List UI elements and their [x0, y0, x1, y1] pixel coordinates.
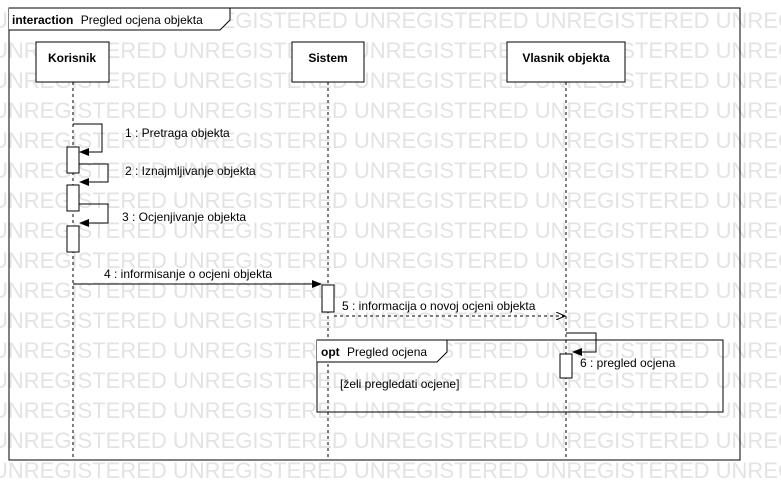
watermark-row: UNREGISTERED UNREGISTERED UNREGISTERED U…: [0, 428, 781, 453]
lifeline-vlasnik-label: Vlasnik objekta: [522, 51, 610, 65]
watermark-row: UNREGISTERED UNREGISTERED UNREGISTERED U…: [0, 98, 781, 123]
lifeline-korisnik-label: Korisnik: [48, 51, 96, 65]
frame-keyword: interaction: [12, 13, 73, 27]
watermark-row: UNREGISTERED UNREGISTERED UNREGISTERED U…: [0, 68, 781, 93]
lifeline-korisnik-box[interactable]: [35, 41, 110, 83]
watermark-row: UNREGISTERED UNREGISTERED UNREGISTERED U…: [0, 128, 781, 153]
opt-name: Pregled ocjena: [347, 345, 427, 359]
opt-fragment-tab: [317, 339, 448, 363]
watermark-row: UNREGISTERED UNREGISTERED UNREGISTERED U…: [0, 398, 781, 423]
activation-bar: [66, 225, 80, 253]
activation-bar: [66, 146, 80, 174]
message-3-arrow: [79, 203, 109, 227]
watermark-row: UNREGISTERED UNREGISTERED UNREGISTERED U…: [0, 278, 781, 303]
opt-guard: [želi pregledati ocjene]: [340, 377, 459, 391]
watermark-row: UNREGISTERED UNREGISTERED UNREGISTERED U…: [0, 38, 781, 63]
watermark-row: UNREGISTERED UNREGISTERED UNREGISTERED U…: [0, 248, 781, 273]
watermark-row: UNREGISTERED UNREGISTERED UNREGISTERED U…: [0, 308, 781, 333]
opt-fragment: [316, 339, 724, 413]
watermark-row: UNREGISTERED UNREGISTERED UNREGISTERED U…: [0, 458, 781, 483]
opt-fragment-label: opt Pregled ocjena: [321, 345, 427, 359]
message-1-arrow: [73, 123, 103, 156]
watermark-row: UNREGISTERED UNREGISTERED UNREGISTERED U…: [0, 158, 781, 183]
message-4-label: 4 : informisanje o ocjeni objekta: [104, 267, 272, 281]
lifeline-sistem-label: Sistem: [308, 51, 347, 65]
message-2-arrow: [79, 163, 109, 186]
frame-label-tab: [9, 7, 231, 31]
message-6-label: 6 : pregled ocjena: [580, 356, 676, 370]
message-1-label: 1 : Pretraga objekta: [125, 126, 230, 140]
message-2-label: 2 : Iznajmljivanje objekta: [125, 164, 256, 178]
message-3-label: 3 : Ocjenjivanje objekta: [122, 210, 246, 224]
activation-bar: [321, 284, 335, 313]
lifeline-vlasnik-box[interactable]: [506, 41, 626, 83]
watermark-row: UNREGISTERED UNREGISTERED UNREGISTERED U…: [0, 218, 781, 243]
interaction-frame: [8, 7, 741, 461]
activation-bar: [559, 353, 573, 379]
watermark-row: UNREGISTERED UNREGISTERED UNREGISTERED U…: [0, 368, 781, 393]
watermark-row: UNREGISTERED UNREGISTERED UNREGISTERED U…: [0, 188, 781, 213]
message-6-arrow: [566, 332, 597, 356]
frame-label: interaction Pregled ocjena objekta: [12, 13, 203, 27]
frame-title: Pregled ocjena objekta: [81, 13, 203, 27]
opt-operator: opt: [321, 345, 340, 359]
lifeline-sistem-box[interactable]: [291, 41, 365, 83]
activation-bar: [66, 184, 80, 212]
watermark: UNREGISTERED UNREGISTERED UNREGISTERED U…: [0, 8, 781, 483]
message-5-label: 5 : informacija o novoj ocjeni objekta: [342, 299, 536, 313]
